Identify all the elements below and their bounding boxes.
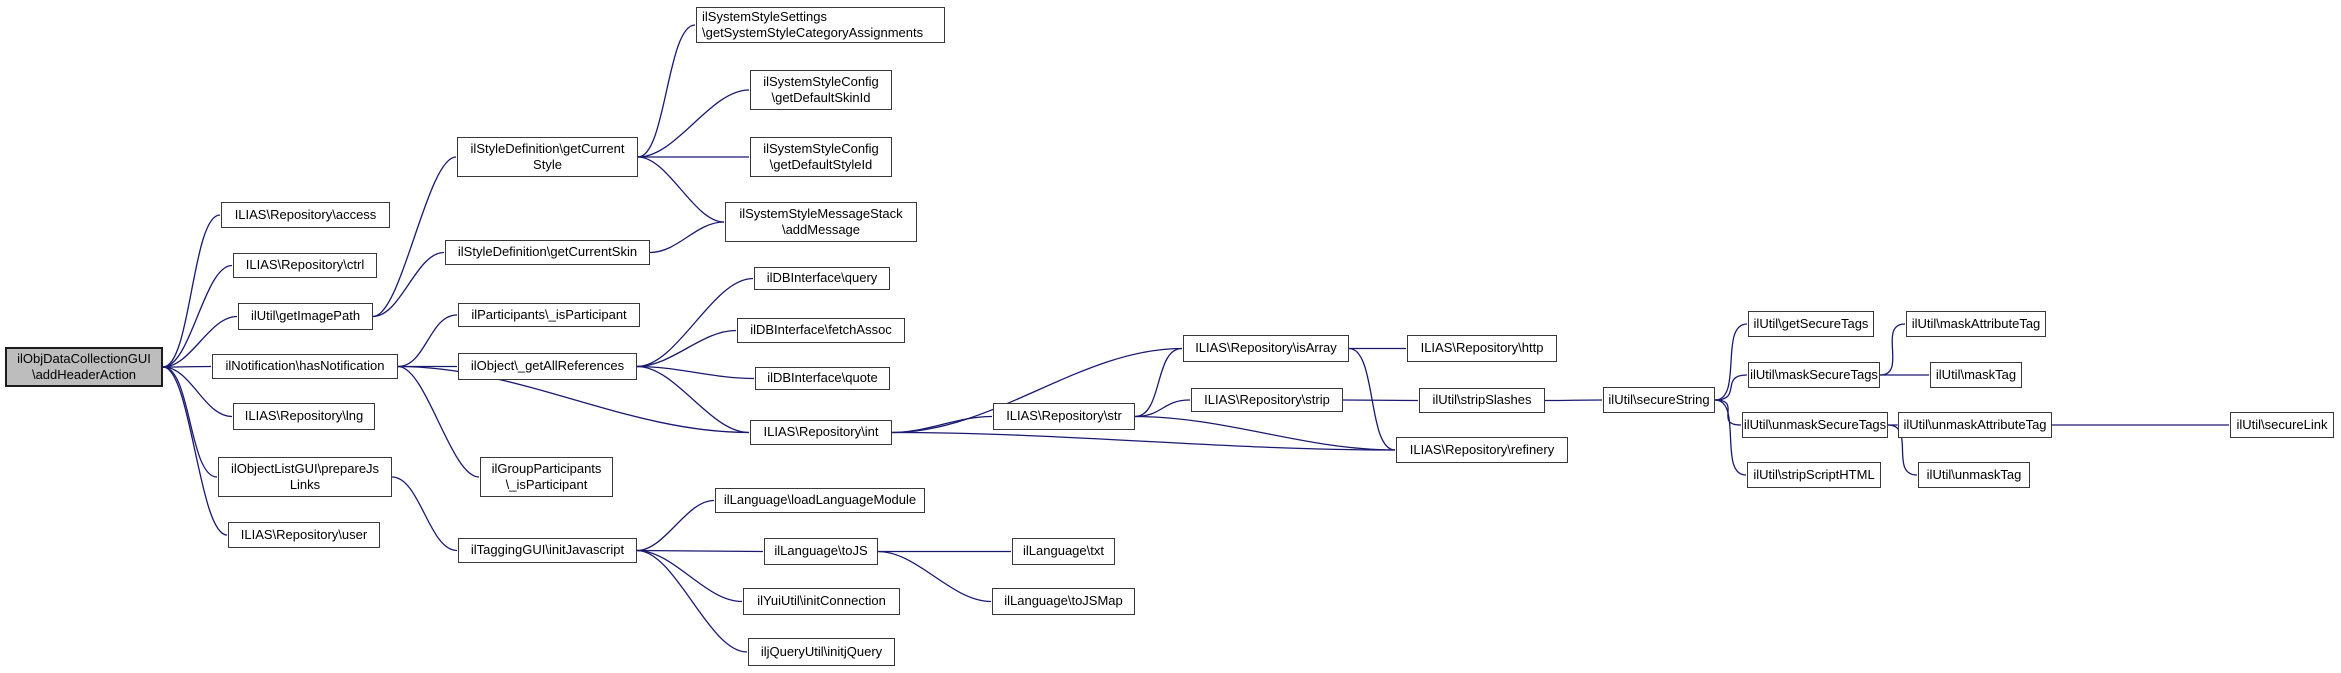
- graph-edge-initJavascript-loadLanguageModule: [636, 499, 715, 552]
- graph-node-stripScriptHTML[interactable]: ilUtil\stripScriptHTML: [1747, 462, 1881, 488]
- graph-node-ctrl[interactable]: ILIAS\Repository\ctrl: [233, 253, 377, 278]
- graph-edge-secureString-maskSecureTags: [1714, 374, 1748, 401]
- graph-node-query[interactable]: ilDBInterface\query: [754, 267, 890, 290]
- graph-node-root: ilObjDataCollectionGUI \addHeaderAction: [5, 347, 163, 387]
- graph-node-isArray[interactable]: ILIAS\Repository\isArray: [1183, 335, 1349, 362]
- graph-edge-root-lng: [162, 366, 233, 418]
- graph-edge-int-refinery: [891, 431, 1396, 451]
- graph-node-access[interactable]: ILIAS\Repository\access: [221, 202, 390, 228]
- graph-edge-root-prepareJsLinks: [162, 366, 218, 478]
- graph-node-getAllReferences[interactable]: ilObject\_getAllReferences: [458, 353, 637, 380]
- graph-node-unmaskAttributeTag[interactable]: ilUtil\unmaskAttributeTag: [1898, 412, 2052, 438]
- graph-edge-getImagePath-getCurrentSkin: [372, 251, 445, 318]
- graph-edge-getAllReferences-query: [636, 277, 754, 368]
- graph-node-toJS[interactable]: ilLanguage\toJS: [764, 538, 878, 565]
- graph-node-initjQuery[interactable]: iljQueryUtil\initjQuery: [748, 638, 895, 666]
- graph-edge-toJS-toJSMap: [877, 550, 992, 603]
- graph-node-participantsIsParticipant[interactable]: ilParticipants\_isParticipant: [458, 303, 640, 327]
- graph-edge-secureString-stripScriptHTML: [1714, 399, 1747, 476]
- graph-node-maskSecureTags[interactable]: ilUtil\maskSecureTags: [1748, 362, 1880, 388]
- graph-node-secureLink[interactable]: ilUtil\secureLink: [2230, 412, 2334, 438]
- graph-edge-isArray-refinery: [1348, 347, 1396, 451]
- graph-node-http[interactable]: ILIAS\Repository\http: [1407, 335, 1557, 362]
- graph-edge-getAllReferences-int: [636, 365, 750, 434]
- graph-edge-root-ctrl: [162, 264, 233, 368]
- graph-node-loadLanguageModule[interactable]: ilLanguage\loadLanguageModule: [715, 488, 925, 513]
- graph-edge-getCurrentStyle-styleCategoryAssignments: [637, 24, 696, 158]
- graph-node-user[interactable]: ILIAS\Repository\user: [228, 522, 380, 548]
- graph-edge-strip-stripSlashes: [1342, 399, 1419, 402]
- graph-node-groupIsParticipant[interactable]: ilGroupParticipants \_isParticipant: [480, 457, 613, 497]
- graph-node-hasNotification[interactable]: ilNotification\hasNotification: [212, 354, 398, 379]
- graph-edge-getCurrentStyle-addMessage: [637, 156, 725, 223]
- graph-node-defaultStyleId[interactable]: ilSystemStyleConfig \getDefaultStyleId: [750, 137, 892, 177]
- graph-edge-unmaskSecureTags-unmaskTag: [1887, 424, 1918, 476]
- graph-edge-int-isArray: [891, 347, 1183, 434]
- graph-node-maskTag[interactable]: ilUtil\maskTag: [1930, 362, 2022, 388]
- graph-node-yuiInitConnection[interactable]: ilYuiUtil\initConnection: [743, 588, 900, 615]
- graph-node-prepareJsLinks[interactable]: ilObjectListGUI\prepareJs Links: [218, 457, 392, 497]
- graph-edge-secureString-getSecureTags: [1714, 323, 1748, 401]
- graph-node-strip[interactable]: ILIAS\Repository\strip: [1191, 388, 1343, 412]
- graph-node-toJSMap[interactable]: ilLanguage\toJSMap: [992, 588, 1135, 615]
- graph-node-getCurrentStyle[interactable]: ilStyleDefinition\getCurrent Style: [457, 137, 638, 177]
- graph-edge-root-hasNotification: [162, 365, 212, 368]
- graph-edge-str-refinery: [1134, 415, 1396, 451]
- graph-node-addMessage[interactable]: ilSystemStyleMessageStack \addMessage: [725, 202, 917, 242]
- graph-edge-getCurrentStyle-defaultSkinId: [637, 89, 750, 158]
- graph-edge-maskSecureTags-maskAttributeTag: [1879, 323, 1906, 376]
- graph-edge-initJavascript-toJS: [636, 549, 764, 553]
- graph-edge-root-user: [162, 366, 228, 536]
- graph-node-getSecureTags[interactable]: ilUtil\getSecureTags: [1748, 311, 1874, 337]
- graph-node-stripSlashes[interactable]: ilUtil\stripSlashes: [1419, 388, 1545, 413]
- graph-node-refinery[interactable]: ILIAS\Repository\refinery: [1396, 437, 1568, 463]
- graph-edge-getCurrentSkin-addMessage: [649, 221, 725, 254]
- graph-node-styleCategoryAssignments[interactable]: ilSystemStyleSettings \getSystemStyleCat…: [696, 7, 945, 43]
- graph-node-txt[interactable]: ilLanguage\txt: [1012, 538, 1115, 565]
- graph-node-maskAttributeTag[interactable]: ilUtil\maskAttributeTag: [1906, 311, 2046, 337]
- graph-node-unmaskSecureTags[interactable]: ilUtil\unmaskSecureTags: [1742, 412, 1888, 438]
- graph-edge-getImagePath-getCurrentStyle: [372, 156, 457, 318]
- graph-edge-root-access: [162, 214, 221, 368]
- graph-edge-hasNotification-int: [397, 365, 750, 434]
- graph-node-quote[interactable]: ilDBInterface\quote: [755, 367, 890, 390]
- graph-edge-initJavascript-yuiInitConnection: [636, 549, 743, 603]
- graph-edge-int-str: [891, 415, 993, 434]
- graph-node-initJavascript[interactable]: ilTaggingGUI\initJavascript: [458, 538, 637, 563]
- graph-edge-prepareJsLinks-initJavascript: [391, 476, 458, 552]
- graph-edge-root-getImagePath: [162, 315, 238, 368]
- graph-node-fetchAssoc[interactable]: ilDBInterface\fetchAssoc: [737, 318, 905, 343]
- graph-edge-getAllReferences-fetchAssoc: [636, 329, 737, 368]
- graph-node-getImagePath[interactable]: ilUtil\getImagePath: [238, 303, 373, 330]
- graph-edge-getAllReferences-quote: [636, 365, 755, 380]
- graph-node-int[interactable]: ILIAS\Repository\int: [750, 420, 892, 445]
- graph-edge-stripSlashes-secureString: [1544, 399, 1603, 402]
- graph-node-defaultSkinId[interactable]: ilSystemStyleConfig \getDefaultSkinId: [750, 70, 892, 110]
- graph-edge-hasNotification-groupIsParticipant: [397, 365, 480, 478]
- graph-edge-hasNotification-participantsIsParticipant: [397, 314, 458, 368]
- graph-node-getCurrentSkin[interactable]: ilStyleDefinition\getCurrentSkin: [445, 240, 650, 265]
- graph-node-lng[interactable]: ILIAS\Repository\lng: [233, 403, 375, 430]
- graph-edge-str-isArray: [1134, 347, 1183, 418]
- graph-node-str[interactable]: ILIAS\Repository\str: [993, 403, 1135, 430]
- graph-node-unmaskTag[interactable]: ilUtil\unmaskTag: [1918, 462, 2030, 488]
- graph-edge-initJavascript-initjQuery: [636, 549, 748, 653]
- graph-node-secureString[interactable]: ilUtil\secureString: [1603, 387, 1715, 413]
